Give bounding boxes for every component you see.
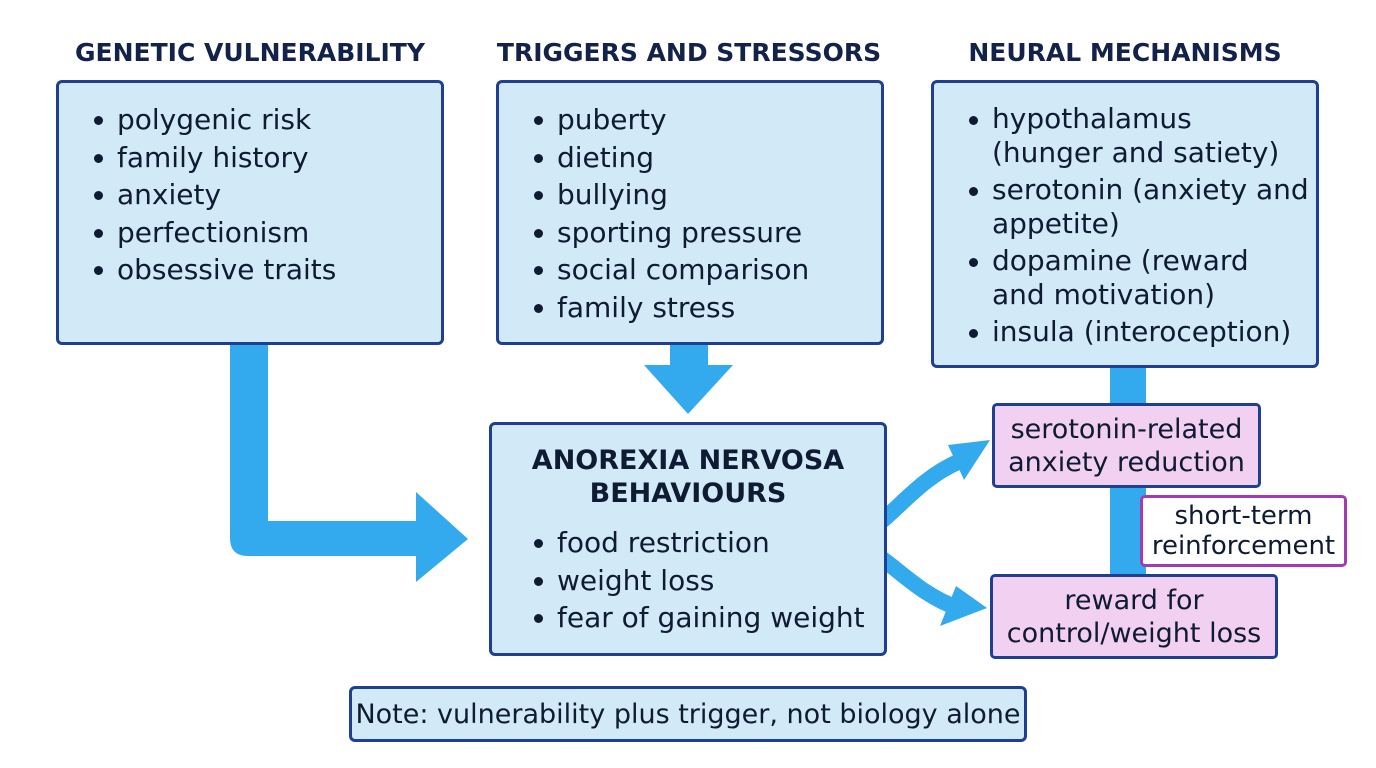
genetic-vulnerability-box: polygenic risk family history anxiety pe… (56, 80, 444, 345)
reinforcement-line-1: short-term (1174, 501, 1313, 531)
list-item: polygenic risk (89, 101, 336, 139)
list-item: social comparison (529, 251, 809, 289)
serotonin-line-2: anxiety reduction (1008, 446, 1245, 478)
neural-mechanisms-box: hypothalamus (hunger and satiety) seroto… (931, 80, 1319, 368)
list-item: anxiety (89, 176, 336, 214)
list-item: serotonin (anxiety and appetite) (964, 173, 1309, 241)
reward-line-1: reward for (1064, 584, 1204, 616)
list-item: family stress (529, 289, 809, 327)
triggers-stressors-box: puberty dieting bullying sporting pressu… (496, 80, 884, 345)
list-item: sporting pressure (529, 214, 809, 252)
serotonin-anxiety-reduction-box: serotonin-related anxiety reduction (992, 403, 1261, 488)
note-text: Note: vulnerability plus trigger, not bi… (355, 698, 1021, 730)
list-item: bullying (529, 176, 809, 214)
genetic-list: polygenic risk family history anxiety pe… (89, 101, 336, 289)
list-item: dopamine (reward and motivation) (964, 244, 1309, 312)
upper-branch-arrowhead (948, 440, 990, 480)
behaviours-title: ANOREXIA NERVOSA BEHAVIOURS (492, 444, 884, 510)
note-box: Note: vulnerability plus trigger, not bi… (349, 686, 1027, 742)
list-item: hypothalamus (hunger and satiety) (964, 102, 1309, 170)
behaviours-title-line-2: BEHAVIOURS (589, 478, 787, 509)
serotonin-line-1: serotonin-related (1010, 413, 1243, 445)
list-item: dieting (529, 139, 809, 177)
list-item: fear of gaining weight (529, 599, 884, 637)
genetic-heading: GENETIC VULNERABILITY (75, 38, 425, 67)
list-item: family history (89, 139, 336, 177)
short-term-reinforcement-box: short-term reinforcement (1140, 495, 1347, 567)
list-item: weight loss (529, 562, 884, 600)
anorexia-behaviours-box: ANOREXIA NERVOSA BEHAVIOURS food restric… (489, 422, 887, 656)
list-item: perfectionism (89, 214, 336, 252)
behaviours-title-line-1: ANOREXIA NERVOSA (531, 445, 845, 476)
reward-control-box: reward for control/weight loss (990, 574, 1278, 659)
reward-line-2: control/weight loss (1006, 617, 1262, 649)
neural-heading: NEURAL MECHANISMS (968, 38, 1282, 67)
triggers-heading: TRIGGERS AND STRESSORS (496, 38, 882, 67)
triggers-list: puberty dieting bullying sporting pressu… (529, 101, 809, 326)
list-item: obsessive traits (89, 251, 336, 289)
triggers-to-behaviour-arrow (644, 344, 733, 414)
list-item: food restriction (529, 524, 884, 562)
neural-list: hypothalamus (hunger and satiety) seroto… (964, 102, 1309, 352)
list-item: insula (interoception) (964, 315, 1309, 349)
genetic-to-behaviour-arrow (230, 344, 468, 582)
lower-branch-arrowhead (940, 586, 987, 626)
behaviour-list: food restriction weight loss fear of gai… (529, 524, 884, 637)
reinforcement-line-2: reinforcement (1151, 531, 1336, 561)
list-item: puberty (529, 101, 809, 139)
